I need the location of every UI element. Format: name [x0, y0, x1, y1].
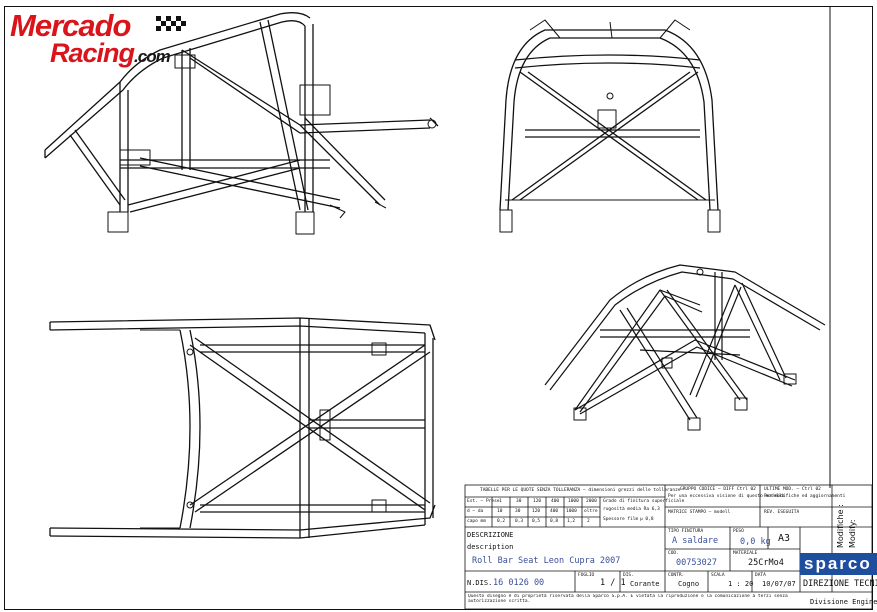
tol-label-1: Est. – Prese: [467, 499, 500, 504]
tol-value: 10: [497, 509, 503, 514]
tol-value: 1: [499, 499, 502, 504]
tol-label-3: capo mm: [467, 519, 486, 524]
designer-label: DIS.: [623, 573, 634, 578]
isometric-view-drawing: [544, 264, 826, 431]
scale-value: 1 : 20: [728, 580, 754, 588]
dept-sub-value: Divisione Engineering: [810, 598, 877, 606]
designer-value: Corante: [630, 580, 660, 588]
date-label: DATA: [755, 573, 766, 578]
sheet-label: FOGLIO: [578, 573, 595, 578]
tol-value: 400: [550, 509, 559, 514]
drawing-no-value: 16 0126 00: [493, 578, 545, 588]
finish-value: rugosità media Ra 6,3: [603, 507, 660, 512]
dept-value: DIREZIONE TECNICA: [803, 579, 877, 589]
tol-value: 1,2: [567, 519, 576, 524]
sparco-brand-logo: sparco: [800, 553, 877, 575]
coating-value: µ 0,8: [640, 517, 654, 522]
tol-value: 0,5: [532, 519, 541, 524]
matrix-label: MATRICE STAMPO – modell: [668, 510, 731, 515]
code-label: COD.: [668, 551, 679, 556]
spec-header: GRUPPO CODICE – DIFF Ctrl 02: [680, 487, 756, 492]
finish-type-label: TIPO FINITURA: [668, 529, 704, 534]
title-block-grid: [464, 484, 873, 610]
description-label: DESCRIZIONE: [467, 531, 514, 539]
modify-label: Modify:: [848, 519, 857, 548]
rev-label: REV. ESEGUITA: [764, 510, 800, 515]
checkered-flag-icon: [156, 16, 186, 31]
logo-suffix: .com: [134, 47, 171, 66]
modifiche-label: Modifiche :: [836, 504, 845, 548]
spec-text: Per una eccessiva visione di questo mode…: [668, 494, 785, 499]
top-view-drawing: [49, 317, 436, 539]
sheet-value: 1 / 1: [600, 578, 626, 588]
tol-value: 120: [532, 509, 541, 514]
description-label-en: description: [467, 543, 514, 551]
weight-value: 0,0 kg: [740, 537, 771, 547]
tol-value: 2000: [586, 499, 597, 504]
tol-value: 400: [551, 499, 560, 504]
side-view-drawing: [44, 12, 439, 235]
logo-line1: Mercado: [10, 8, 131, 43]
finish-type-value: A saldare: [672, 536, 719, 546]
material-label: MATERIALE: [733, 551, 758, 556]
material-value: 25CrMo4: [748, 558, 784, 568]
logo-line2: Racing: [50, 38, 135, 68]
front-view-drawing: [499, 19, 721, 233]
mercadoracing-logo: Mercado Racing.com: [6, 8, 196, 68]
weight-label: PESO: [733, 529, 744, 534]
drawing-no-label: N.DIS.: [467, 579, 493, 587]
date-value: 10/07/07: [762, 580, 796, 588]
drawing-frame: [4, 6, 873, 610]
scale-label: SCALA: [711, 573, 725, 578]
tol-value: 0,3: [515, 519, 524, 524]
notes-header: ULTIME MOD. – Ctrl 02: [764, 487, 821, 492]
description-value: Roll Bar Seat Leon Cupra 2007: [472, 556, 621, 566]
tolerance-header: TABELLE PER LE QUOTE SENZA TOLLERANZA – …: [480, 488, 681, 493]
legal-text: Questo disegno è di proprietà riservata …: [468, 594, 788, 604]
tol-value: 30: [516, 499, 522, 504]
checker-value: Cogno: [678, 580, 700, 588]
coating-label: Spessore film: [603, 517, 639, 522]
format-value: A3: [778, 533, 791, 544]
tol-value: 30: [515, 509, 521, 514]
notes-text: Per modifiche ed aggiornamenti: [764, 494, 846, 499]
code-value: 00753027: [676, 558, 717, 568]
tol-value: 1000: [566, 509, 577, 514]
tol-value: 1000: [568, 499, 579, 504]
tol-value: 0,8: [550, 519, 559, 524]
checker-label: CONTR.: [668, 573, 685, 578]
tol-value: 2: [587, 519, 590, 524]
tol-label-2: d – da: [467, 509, 484, 514]
tol-value: 0,2: [497, 519, 506, 524]
finish-label: Grado di finitura superficiale: [603, 499, 685, 504]
tol-value: 120: [533, 499, 542, 504]
tol-value: oltre: [584, 509, 598, 514]
